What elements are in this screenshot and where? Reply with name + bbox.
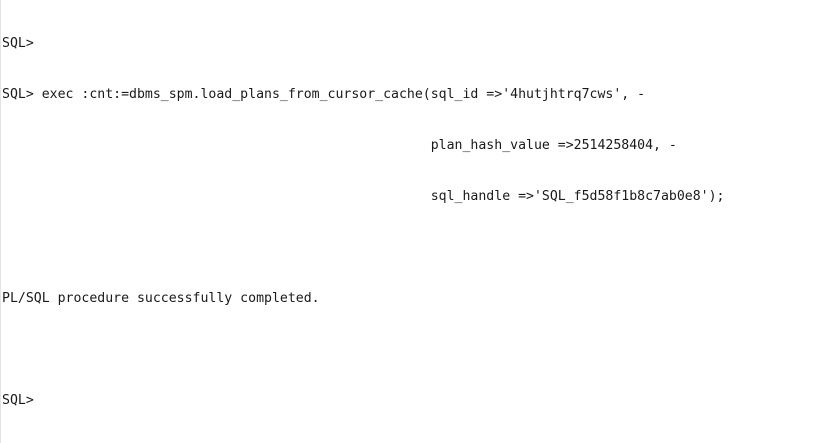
- terminal-line-status: PL/SQL procedure successfully completed.: [2, 291, 320, 306]
- terminal-line: SQL> exec :cnt:=dbms_spm.load_plans_from…: [2, 87, 646, 102]
- terminal-line-blank: [2, 239, 812, 256]
- terminal-line: plan_hash_value =>2514258404, -: [2, 138, 677, 153]
- terminal-line: sql_handle =>'SQL_f5d58f1b8c7ab0e8');: [2, 189, 725, 204]
- terminal-line-blank: [2, 341, 812, 358]
- terminal-line: SQL>: [2, 393, 34, 408]
- terminal-output-area[interactable]: SQL> SQL> exec :cnt:=dbms_spm.load_plans…: [2, 1, 812, 443]
- terminal-line: SQL>: [2, 36, 34, 51]
